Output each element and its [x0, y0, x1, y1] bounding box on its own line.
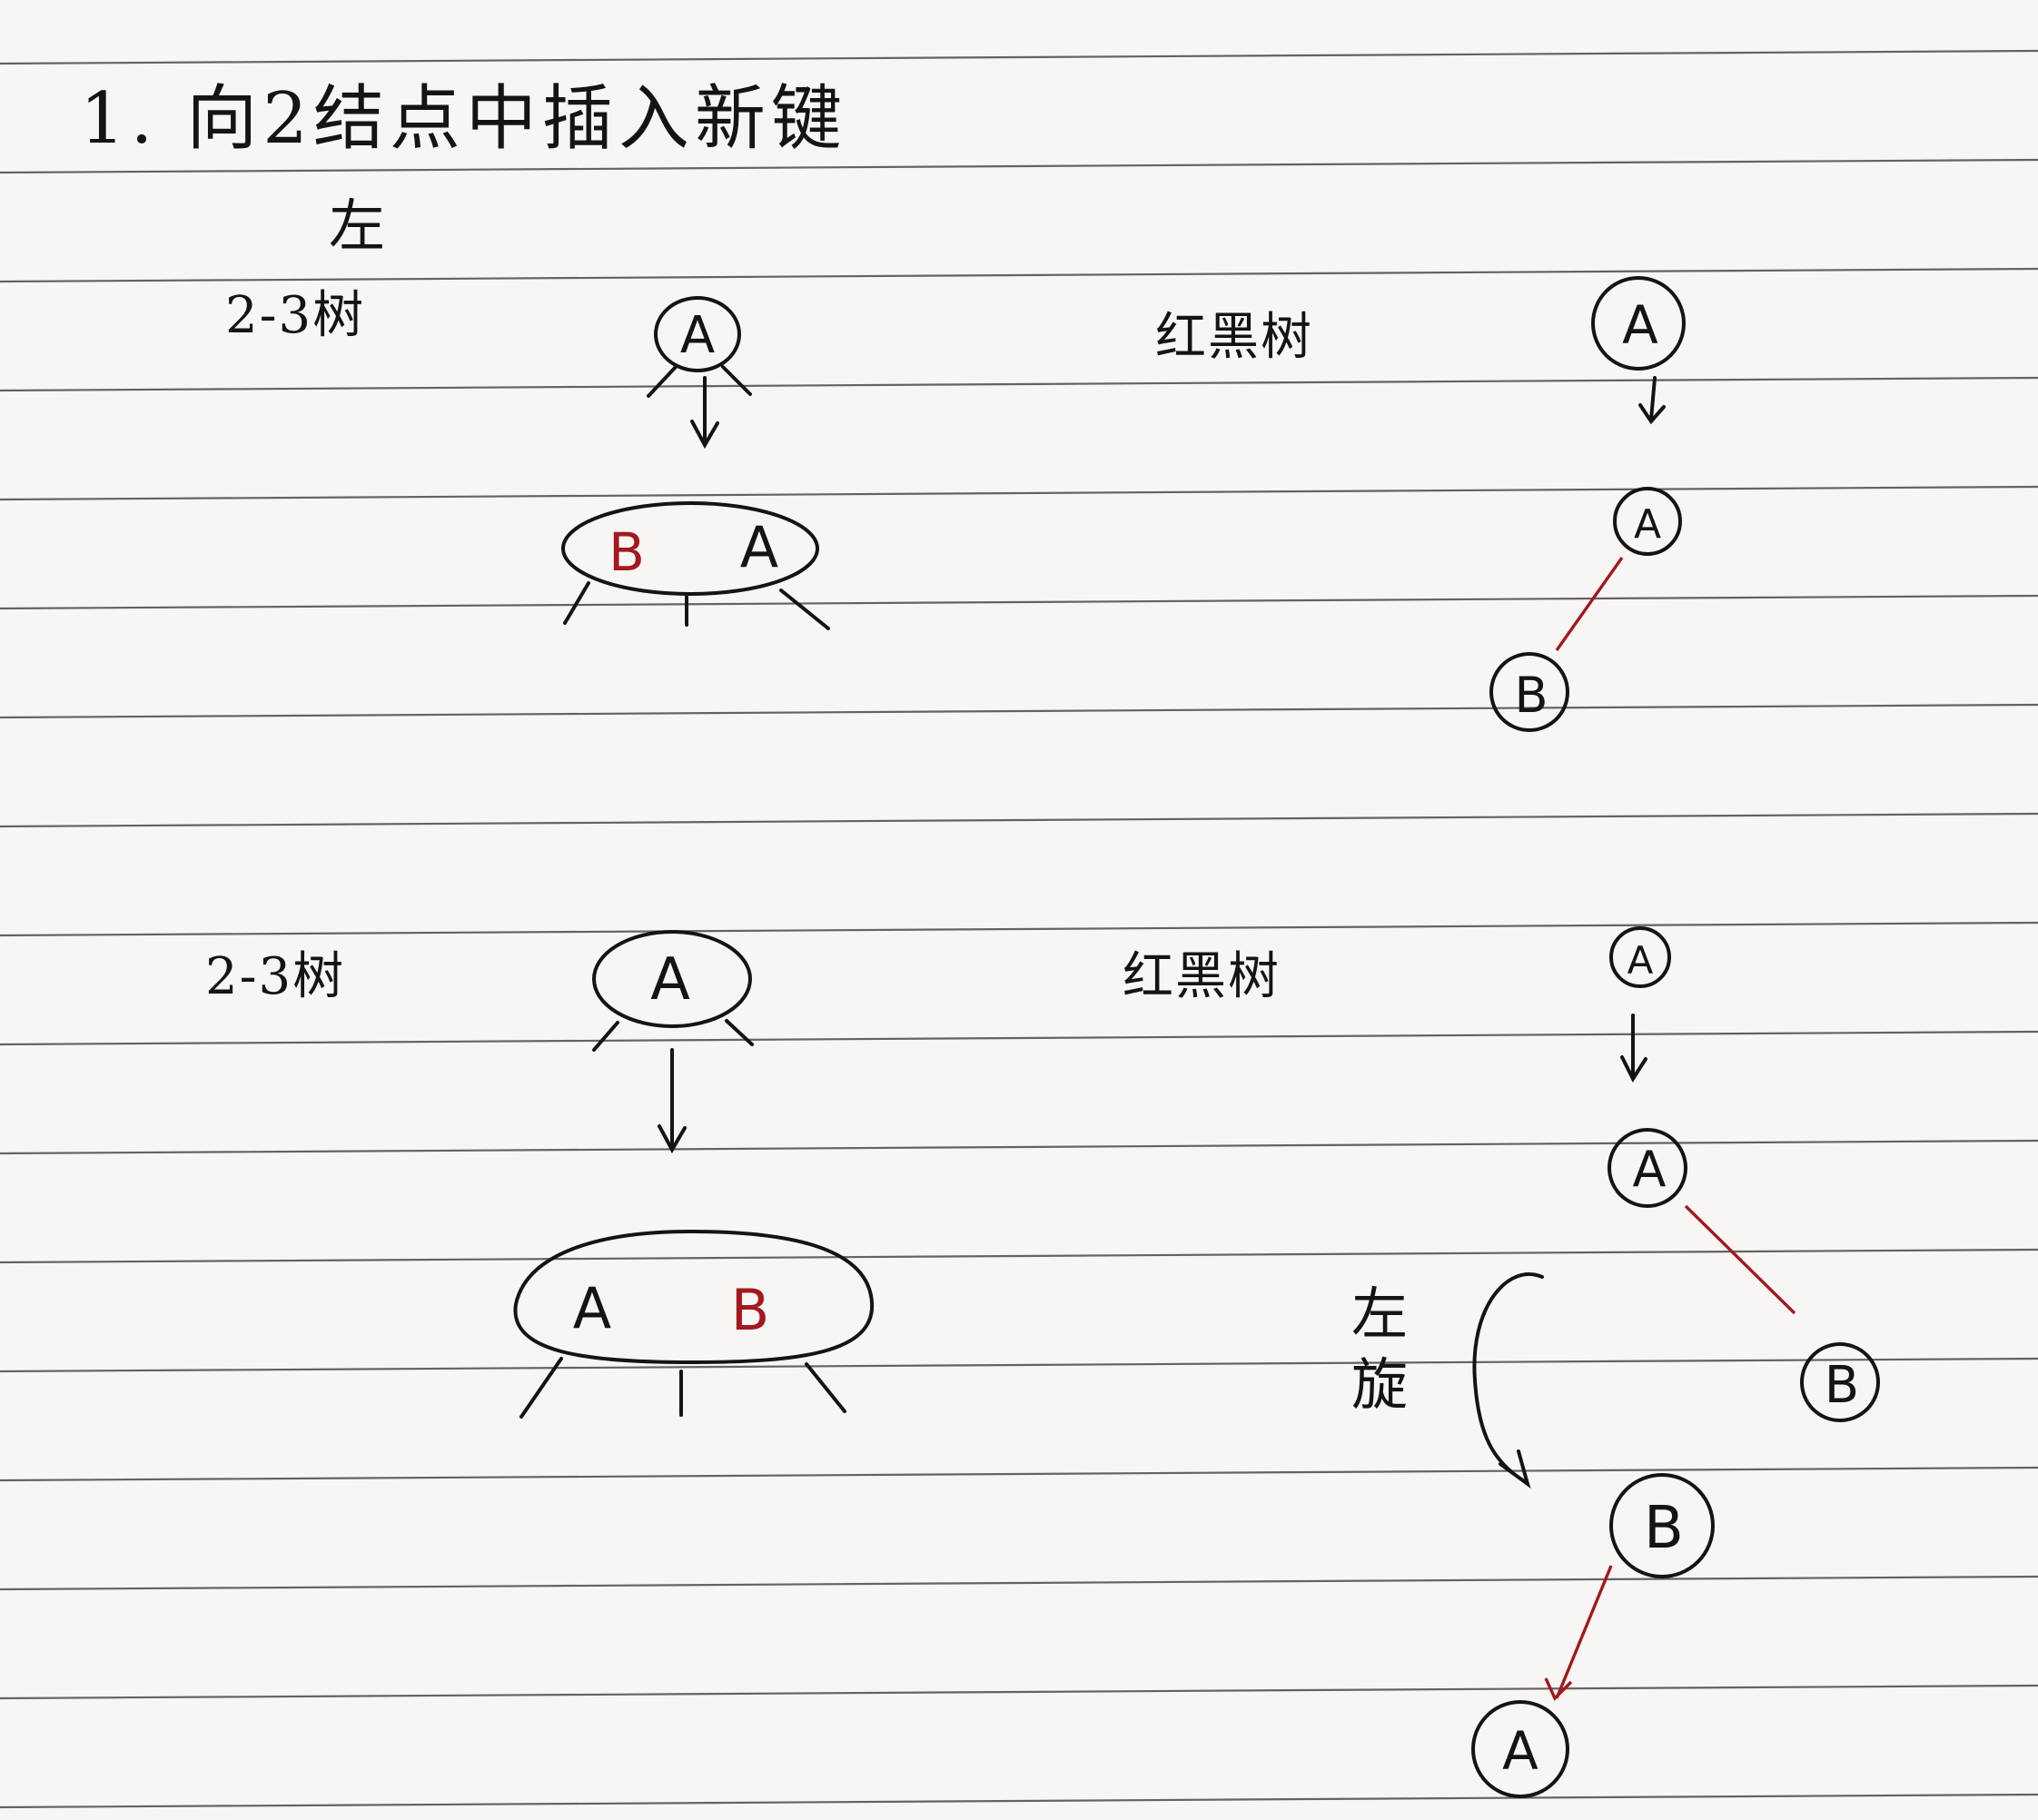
rule-line	[0, 1030, 2038, 1046]
tree23-top-key-2: A	[650, 946, 690, 1014]
rbt-node-2d	[1609, 1473, 1715, 1578]
tree23-label-1: 2-3树	[225, 286, 366, 345]
rbt-label-1: 红黑树	[1155, 308, 1313, 367]
arrow-down-icon	[1638, 376, 1666, 425]
rbt-node-1a	[1591, 276, 1686, 371]
tree23-node-2	[592, 930, 752, 1028]
rule-line	[0, 1248, 2038, 1264]
tree23-merged-node-1	[561, 501, 819, 596]
rbt-key-2b: A	[1633, 1141, 1667, 1198]
rule-line	[0, 1466, 2038, 1482]
rbt-key-2e: A	[1502, 1720, 1538, 1782]
rotation-arrow-icon	[1472, 1272, 1544, 1489]
tree23-top-key-1: A	[680, 306, 715, 365]
rotation-label: 左旋	[1351, 1281, 1409, 1418]
rbt-node-2e	[1471, 1700, 1569, 1798]
arrow-down-icon	[1620, 1014, 1647, 1083]
rule-line	[0, 158, 2038, 174]
red-link-1	[1555, 557, 1624, 651]
rbt-key-2a: A	[1627, 938, 1654, 983]
rule-line	[0, 1684, 2038, 1700]
red-link-2a	[1684, 1204, 1796, 1315]
rbt-key-1b: A	[1634, 501, 1661, 548]
rbt-node-2b	[1608, 1128, 1687, 1208]
rule-line	[0, 49, 2038, 65]
tree23-bottom-key-1a: B	[608, 521, 645, 583]
rbt-label-2: 红黑树	[1123, 947, 1281, 1006]
tree23-node-1	[654, 296, 741, 372]
rule-line	[0, 1139, 2038, 1155]
rule-line	[0, 812, 2038, 828]
rule-line	[0, 1575, 2038, 1591]
page-title: 1. 向2结点中插入新键	[80, 78, 847, 160]
tree23-merged-node-2	[513, 1229, 875, 1365]
rule-line	[0, 267, 2038, 283]
rbt-group-2	[1471, 926, 1880, 1798]
tree23-label-2: 2-3树	[205, 947, 346, 1006]
tree23-bottom-key-2a: A	[573, 1275, 611, 1341]
rbt-key-2d: B	[1644, 1495, 1684, 1562]
rbt-key-2c: B	[1825, 1356, 1859, 1415]
tree23-bottom-key-1b: A	[740, 514, 778, 580]
arrow-down-icon	[658, 1048, 687, 1154]
rule-line	[0, 921, 2038, 937]
rbt-key-1a: A	[1622, 294, 1658, 356]
rbt-node-1b	[1613, 487, 1682, 556]
rule-line	[0, 376, 2038, 392]
rbt-node-1c	[1489, 652, 1569, 732]
arrow-down-icon	[690, 376, 719, 450]
tree23-top-2	[513, 930, 875, 1419]
rbt-node-2c	[1800, 1342, 1880, 1422]
rule-line	[0, 594, 2038, 610]
rule-line	[0, 703, 2038, 719]
section-subtitle: 左	[329, 193, 386, 259]
red-link-2b	[1544, 1565, 1613, 1701]
rbt-node-2a	[1609, 926, 1671, 988]
rbt-group-1	[1489, 276, 1686, 732]
rule-line	[0, 485, 2038, 501]
tree23-bottom-key-2b: B	[731, 1277, 770, 1343]
rule-line	[0, 1793, 2038, 1809]
rbt-key-1c: B	[1514, 667, 1548, 724]
rule-line	[0, 1357, 2038, 1373]
tree23-top-1	[561, 296, 830, 630]
